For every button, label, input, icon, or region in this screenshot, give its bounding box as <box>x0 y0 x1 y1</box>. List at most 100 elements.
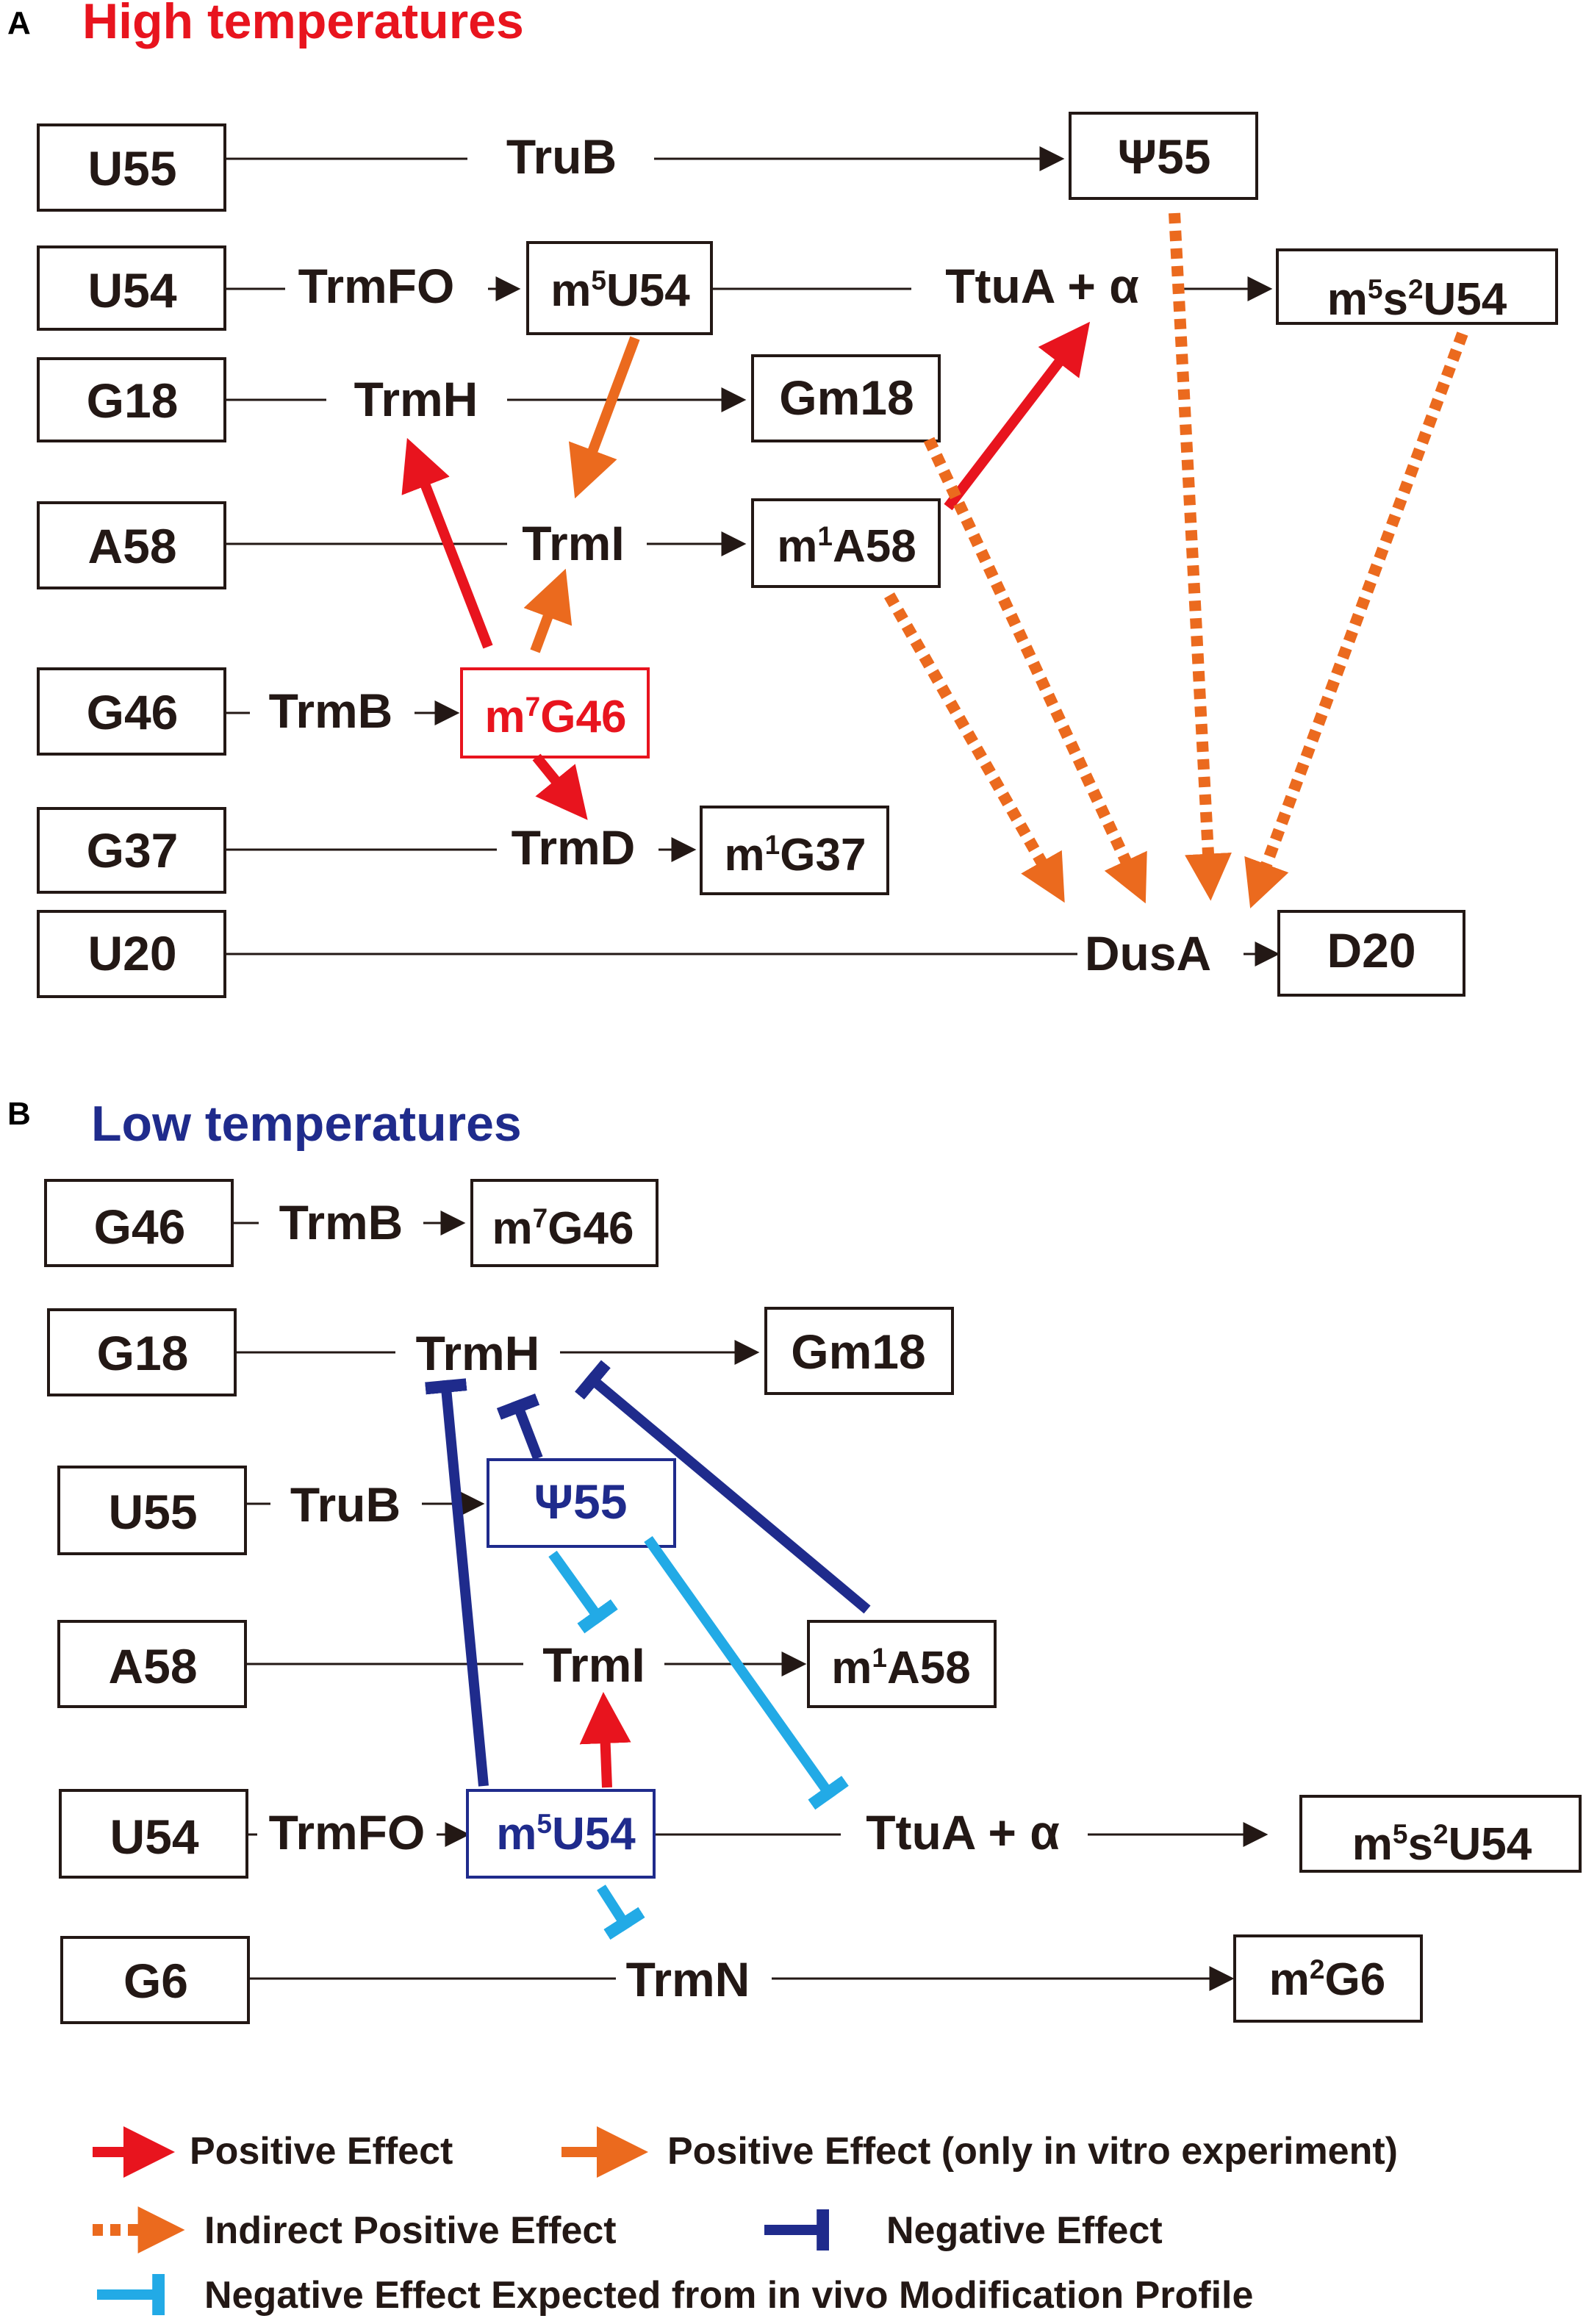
legend-negative-expected-label: Negative Effect Expected from in vivo Mo… <box>204 2274 1253 2317</box>
a-g46-substrate: G46 <box>87 685 179 739</box>
arrow-m7g46-trmi <box>523 568 573 653</box>
b-box-m2g6 <box>1233 1934 1423 2023</box>
a-g37-substrate: G37 <box>87 823 179 878</box>
legend-negative-label: Negative Effect <box>886 2209 1163 2252</box>
box-psi55 <box>1069 112 1258 200</box>
b-u54-enzyme1: TrmFO <box>269 1805 426 1859</box>
b-box-m1a58 <box>807 1620 997 1708</box>
panel-b-title: Low temperatures <box>91 1096 522 1152</box>
box-m1a58 <box>751 498 941 588</box>
b-g18-enzyme: TrmH <box>416 1326 540 1380</box>
panel-b: B Low temperatures <box>7 1096 1582 2024</box>
legend-positive-label: Positive Effect <box>190 2130 453 2173</box>
panel-b-negative-effects <box>425 1360 871 1787</box>
box-u20 <box>37 910 226 998</box>
arrow-psi55-dusa <box>1169 212 1232 901</box>
b-inhibit-psi55-trmi <box>548 1550 618 1634</box>
box-g37 <box>37 807 226 894</box>
b-u54-intermediate: m5U54 <box>496 1809 636 1859</box>
b-a58-substrate: A58 <box>108 1639 197 1693</box>
box-u55 <box>37 123 226 212</box>
box-m1g37 <box>700 806 889 895</box>
a-u54-product: m5s2U54 <box>1327 274 1507 325</box>
panel-a-indirect-arrows <box>884 212 1468 909</box>
panel-a-letter: A <box>7 5 31 41</box>
arrow-m5s2u54-dusa <box>1244 331 1468 909</box>
panel-a-positive-arrows <box>401 321 1091 820</box>
a-u54-substrate: U54 <box>87 263 176 318</box>
a-g37-enzyme: TrmD <box>512 820 636 875</box>
legend-indirect-positive: Indirect Positive Effect <box>93 2206 617 2253</box>
arrow-gm18-dusa <box>923 437 1147 904</box>
b-inhibit-psi55-ttua <box>644 1535 849 1810</box>
panel-a-in-vitro-arrows <box>523 336 640 653</box>
b-box-gm18 <box>764 1307 954 1395</box>
b-box-m7g46 <box>470 1179 659 1267</box>
a-u54-enzyme1: TrmFO <box>298 259 455 313</box>
b-box-m5s2u54 <box>1299 1795 1582 1873</box>
b-g46-substrate: G46 <box>94 1199 186 1254</box>
panel-a-title: High temperatures <box>82 0 524 49</box>
a-g46-product: m7G46 <box>485 692 627 742</box>
a-u20-substrate: U20 <box>87 926 176 980</box>
legend-in-vitro-label: Positive Effect (only in vitro experimen… <box>667 2130 1398 2173</box>
b-g18-product: Gm18 <box>791 1324 925 1379</box>
b-u55-substrate: U55 <box>108 1485 197 1539</box>
b-box-g6 <box>60 1936 250 2024</box>
panel-b-boxes <box>44 1179 1582 2024</box>
panel-b-negative-expected-effects <box>548 1535 849 1940</box>
legend-negative-expected: Negative Effect Expected from in vivo Mo… <box>97 2274 1253 2317</box>
b-g6-product: m2G6 <box>1269 1954 1385 2005</box>
a-a58-enzyme: TrmI <box>522 516 624 570</box>
b-g6-enzyme: TrmN <box>626 1952 750 2006</box>
box-m5u54 <box>526 241 713 335</box>
arrow-m7g46-trmd <box>532 753 588 820</box>
b-inhibit-m5u54-trmh <box>425 1378 489 1787</box>
arrow-m1a58-dusa <box>884 592 1065 903</box>
b-g46-enzyme: TrmB <box>279 1195 403 1249</box>
b-u55-product: Ψ55 <box>534 1474 628 1529</box>
box-u54 <box>37 245 226 331</box>
arrow-m1a58-ttua <box>944 321 1091 511</box>
a-u55-enzyme: TruB <box>506 129 617 184</box>
b-box-a58 <box>57 1620 247 1708</box>
b-inhibit-m5u54-trmn <box>597 1884 645 1940</box>
b-a58-product: m1A58 <box>831 1643 970 1693</box>
panel-b-reaction-lines <box>232 1211 1269 1991</box>
panel-b-letter: B <box>7 1096 31 1132</box>
box-g18 <box>37 357 226 442</box>
b-box-g18 <box>47 1308 237 1396</box>
panel-a-reaction-lines <box>225 146 1280 966</box>
legend-positive: Positive Effect <box>93 2126 453 2178</box>
panel-b-positive-effects <box>579 1692 631 1788</box>
b-a58-enzyme: TrmI <box>542 1638 645 1692</box>
b-inhibit-m1a58-trmh <box>575 1360 871 1614</box>
a-g18-product: Gm18 <box>779 370 914 425</box>
arrow-m5u54-trmi <box>568 336 640 499</box>
a-u20-product: D20 <box>1327 923 1415 978</box>
b-u54-product: m5s2U54 <box>1352 1819 1532 1870</box>
b-box-u55 <box>57 1466 247 1555</box>
a-g18-substrate: G18 <box>87 373 179 428</box>
a-a58-product: m1A58 <box>777 521 916 572</box>
b-u54-substrate: U54 <box>110 1810 198 1864</box>
b-box-g46 <box>44 1179 234 1267</box>
a-g18-enzyme: TrmH <box>354 372 478 426</box>
a-g37-product: m1G37 <box>725 830 866 881</box>
b-box-m5u54 <box>466 1789 656 1879</box>
b-g46-product: m7G46 <box>492 1203 634 1254</box>
b-g18-substrate: G18 <box>97 1326 189 1380</box>
box-gm18 <box>751 354 941 442</box>
a-u54-enzyme2: TtuA + α <box>945 259 1139 313</box>
a-u55-product: Ψ55 <box>1118 129 1211 184</box>
a-g46-enzyme: TrmB <box>269 684 393 738</box>
a-u20-enzyme: DusA <box>1085 926 1211 980</box>
b-inhibit-psi55-trmh <box>496 1393 543 1460</box>
b-u55-enzyme: TruB <box>290 1477 401 1532</box>
a-a58-substrate: A58 <box>87 519 176 573</box>
legend-negative: Negative Effect <box>764 2209 1163 2252</box>
box-a58 <box>37 501 226 589</box>
panel-a-boxes <box>37 112 1558 998</box>
legend: Positive Effect Positive Effect (only in… <box>93 2126 1398 2317</box>
